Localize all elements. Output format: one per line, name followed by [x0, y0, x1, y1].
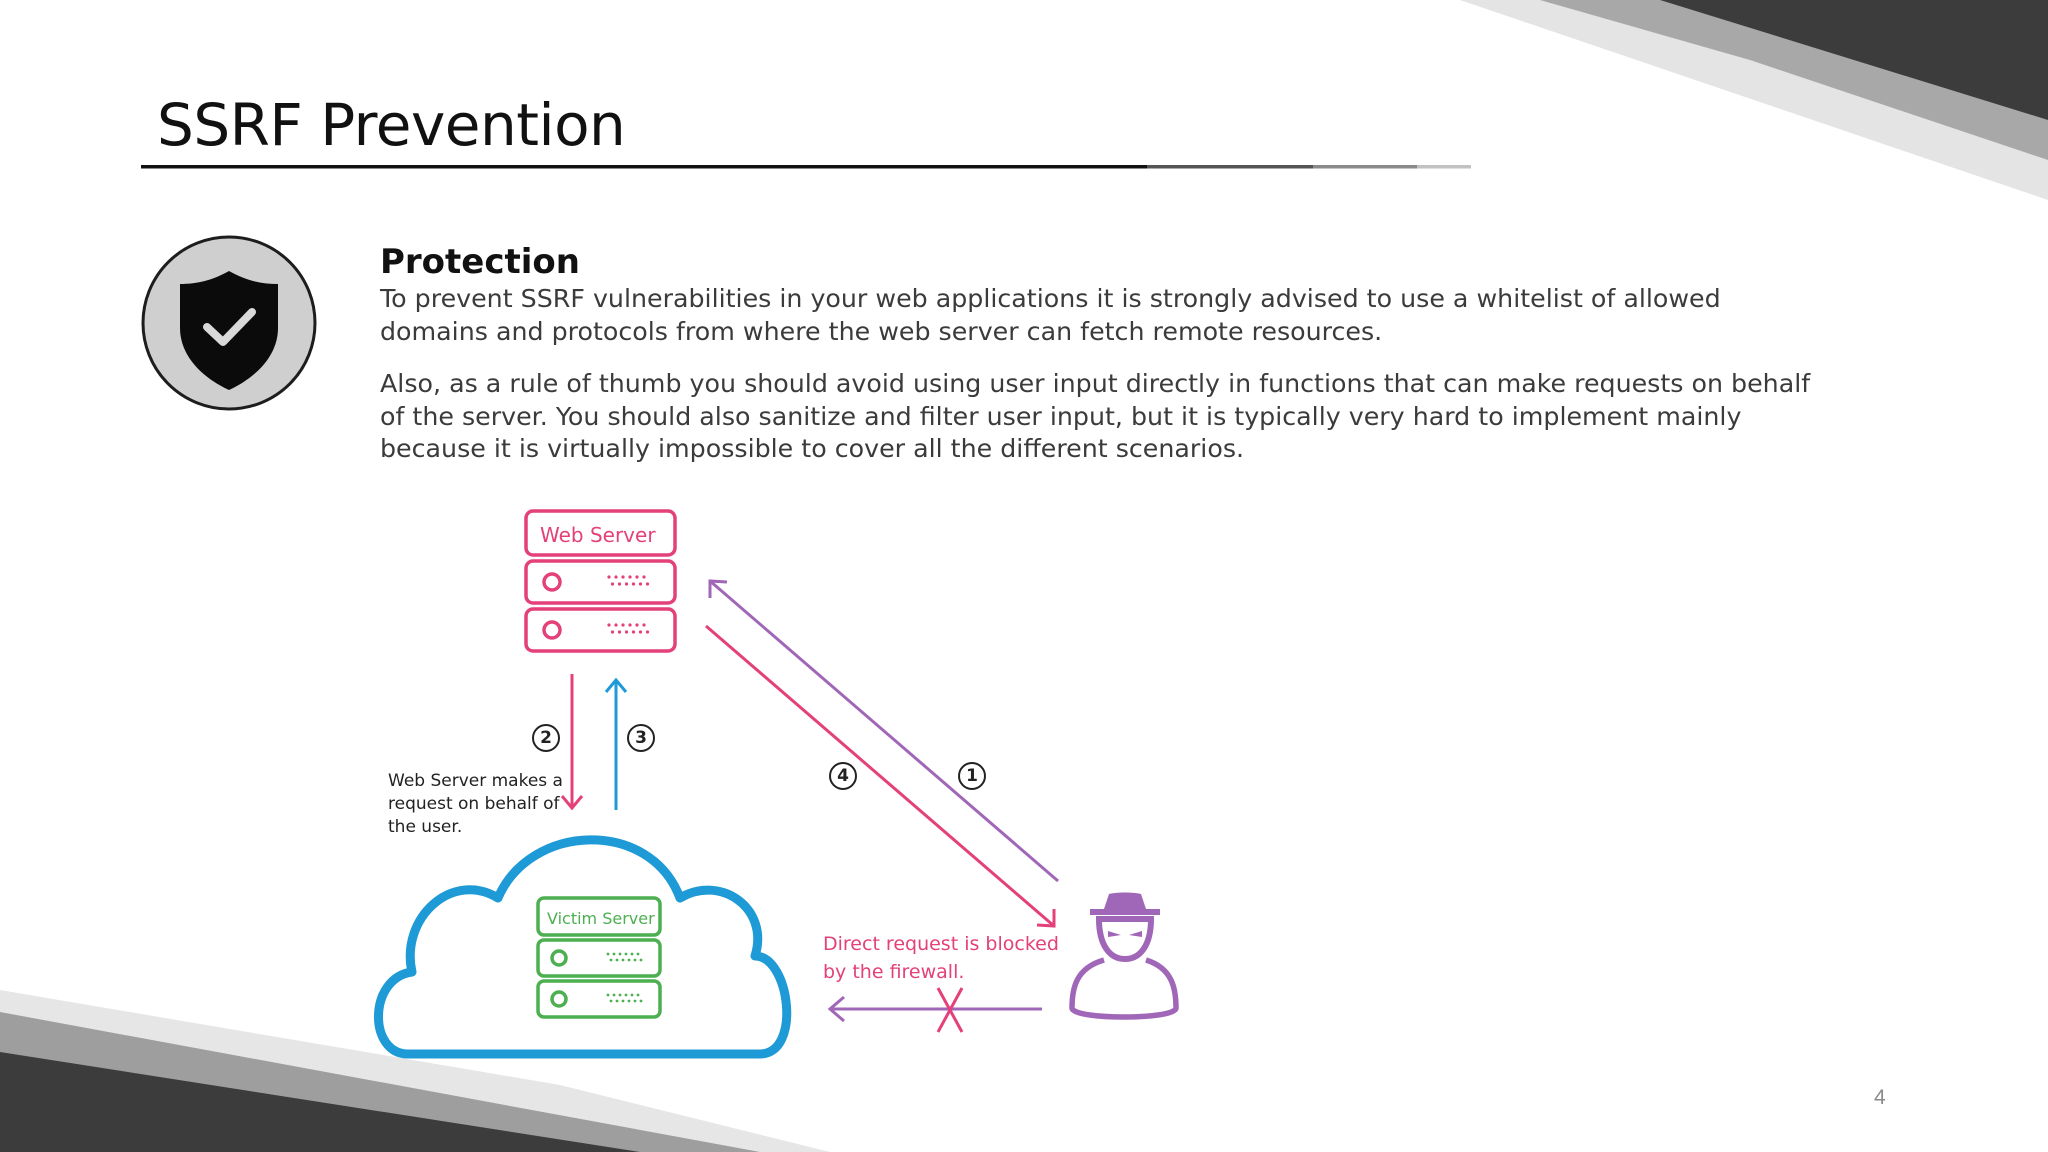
step-1-badge: 1 — [958, 762, 986, 790]
section-heading: Protection — [380, 242, 580, 282]
title-underline — [141, 165, 1471, 169]
victim-server-icon — [536, 896, 662, 1019]
ssrf-diagram-graphic — [374, 509, 1179, 1059]
paragraph-user-input: Also, as a rule of thumb you should avoi… — [380, 369, 1811, 463]
ssrf-diagram: Web Server Victim Server Web Server make… — [360, 478, 1220, 1090]
shield-check-icon — [141, 235, 317, 411]
arrow-attacker-to-web-server — [709, 579, 1059, 883]
cloud-icon — [374, 835, 792, 1059]
victim-server-label: Victim Server — [547, 909, 655, 928]
protection-section: Protection To prevent SSRF vulnerabiliti… — [380, 241, 1820, 466]
request-on-behalf-note: Web Server makes a request on behalf of … — [388, 771, 563, 837]
paragraph-whitelist: To prevent SSRF vulnerabilities in your … — [380, 284, 1721, 346]
firewall-blocked-note: Direct request is blocked by the firewal… — [823, 933, 1059, 983]
attacker-icon — [1069, 892, 1179, 1020]
page-title: SSRF Prevention — [157, 91, 626, 159]
blocked-x-icon — [936, 987, 964, 1033]
step-4-badge: 4 — [829, 762, 857, 790]
step-3-badge: 3 — [627, 724, 655, 752]
page-number: 4 — [1874, 1086, 1886, 1109]
arrow-web-server-to-attacker — [705, 624, 1055, 928]
step-2-badge: 2 — [532, 724, 560, 752]
web-server-icon — [524, 509, 677, 653]
web-server-label: Web Server — [540, 523, 656, 547]
